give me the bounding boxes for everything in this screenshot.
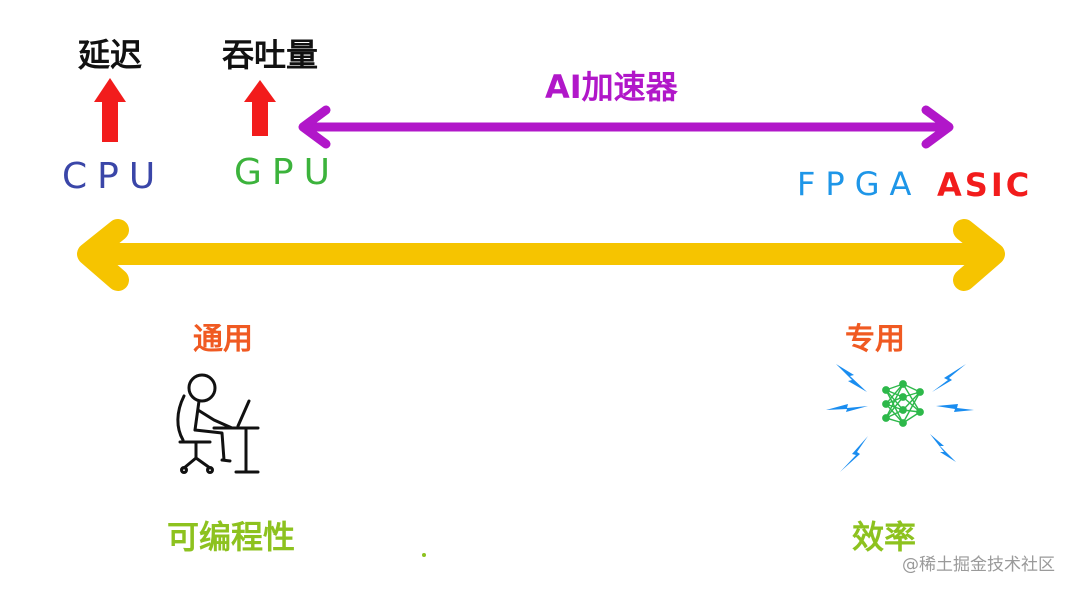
person-at-laptop-icon xyxy=(176,373,260,474)
watermark: @稀土掘金技术社区 xyxy=(902,555,1055,575)
programmability-label: 可编程性 xyxy=(167,518,296,556)
lightning-bolt-icon xyxy=(836,364,867,392)
specialized-label: 专用 xyxy=(845,322,905,357)
spectrum-double-arrow xyxy=(77,219,1005,291)
throughput-label: 吞吐量 xyxy=(222,36,319,74)
decorative-dot xyxy=(422,553,426,557)
lightning-bolt-icon xyxy=(932,364,966,392)
cpu-label: CPU xyxy=(62,156,166,197)
latency-up-arrow xyxy=(94,78,126,142)
lightning-bolt-icon xyxy=(936,404,974,412)
lightning-bolt-icon xyxy=(930,434,956,462)
efficiency-label: 效率 xyxy=(852,518,917,556)
fpga-label: FPGA xyxy=(797,165,922,203)
ai-accelerator-double-arrow xyxy=(298,105,954,149)
lightning-bolt-icon xyxy=(826,404,868,412)
asic-label: ASIC xyxy=(937,166,1033,204)
throughput-up-arrow xyxy=(244,80,276,136)
gpu-label: GPU xyxy=(234,152,340,193)
lightning-bolt-icon xyxy=(840,436,868,472)
ai-accelerator-label: AI加速器 xyxy=(545,68,678,106)
latency-label: 延迟 xyxy=(78,36,143,74)
neural-network-icon xyxy=(882,380,924,427)
general-label: 通用 xyxy=(193,322,253,357)
